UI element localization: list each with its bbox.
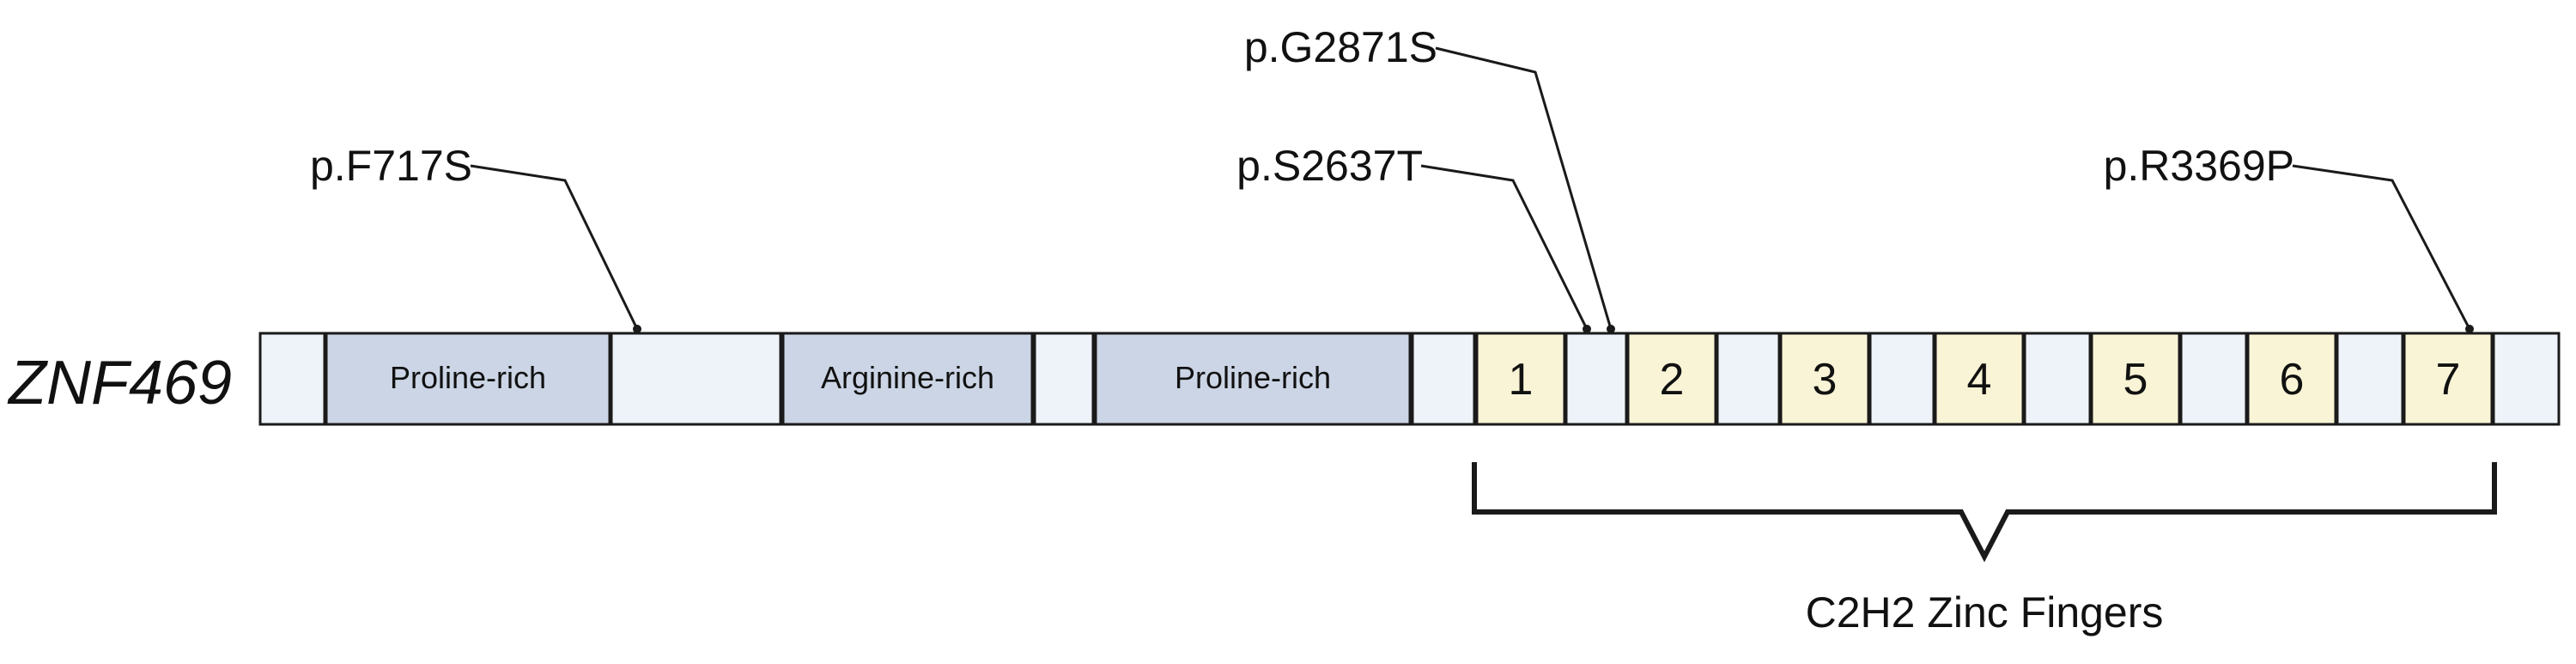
- zinc-finger-number: 4: [1967, 355, 1992, 405]
- spacer-segment: [1868, 332, 1935, 426]
- domain-proline-rich-1: [325, 332, 611, 426]
- zinc-finger-5: [2090, 332, 2181, 426]
- domain-label: Proline-rich: [390, 360, 546, 395]
- domain-arginine-rich: [781, 332, 1034, 426]
- spacer-segment: [2336, 332, 2404, 426]
- mutation-leader-line: [470, 164, 639, 330]
- zinc-finger-number: 7: [2436, 355, 2461, 405]
- mutation-label: p.F717S: [310, 142, 472, 190]
- bracket-label: C2H2 Zinc Fingers: [1806, 588, 2164, 637]
- spacer-segment: [1564, 332, 1628, 426]
- domain-label: Proline-rich: [1175, 360, 1331, 395]
- zinc-finger-bracket: [1472, 462, 2497, 563]
- mutation-leader-line: [1420, 164, 1589, 330]
- spacer-segment: [2492, 332, 2561, 426]
- mutation-site-marker: [2465, 325, 2474, 333]
- spacer-segment: [610, 332, 782, 426]
- zinc-finger-1: [1475, 332, 1566, 426]
- mutation-leader-line: [2292, 164, 2471, 330]
- mutation-label: p.R3369P: [2104, 142, 2294, 190]
- mutation-site-marker: [633, 325, 641, 333]
- domain-proline-rich-2: [1094, 332, 1412, 426]
- mutation-site-marker: [1607, 325, 1615, 333]
- zinc-finger-number: 5: [2123, 355, 2148, 405]
- protein-bar: [258, 332, 2561, 426]
- mutation-site-marker: [1583, 325, 1591, 333]
- spacer-segment: [258, 332, 326, 426]
- zinc-finger-6: [2246, 332, 2337, 426]
- zinc-finger-7: [2403, 332, 2494, 426]
- zinc-finger-3: [1779, 332, 1870, 426]
- zinc-finger-number: 3: [1813, 355, 1838, 405]
- mutation-label: p.S2637T: [1236, 142, 1423, 190]
- mutation-leader-line: [1435, 46, 1613, 330]
- zinc-finger-2: [1626, 332, 1717, 426]
- mutation-label: p.G2871S: [1244, 23, 1437, 71]
- zinc-finger-number: 2: [1660, 355, 1685, 405]
- spacer-segment: [1033, 332, 1095, 426]
- gene-name: ZNF469: [7, 349, 232, 417]
- domain-label: Arginine-rich: [821, 360, 994, 395]
- spacer-segment: [2023, 332, 2092, 426]
- spacer-segment: [2179, 332, 2248, 426]
- zinc-finger-number: 1: [1509, 355, 1534, 405]
- zinc-finger-number: 6: [2280, 355, 2305, 405]
- spacer-segment: [1411, 332, 1476, 426]
- zinc-finger-4: [1934, 332, 2025, 426]
- spacer-segment: [1716, 332, 1781, 426]
